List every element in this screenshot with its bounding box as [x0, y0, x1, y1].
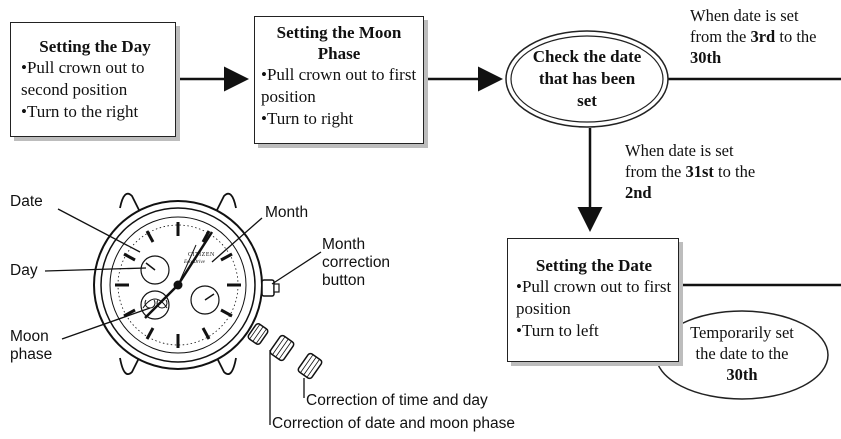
setting-date-step-2: Turn to left: [516, 320, 672, 342]
temp-pre: Temporarily set the date to the: [690, 323, 794, 363]
setting-day-box: Setting the Day Pull crown out to second…: [10, 22, 176, 137]
check-date-text: Check the date that has been set: [532, 47, 642, 110]
setting-day-step-1: Pull crown out to second position: [21, 57, 169, 101]
temp-bold: 30th: [726, 365, 758, 384]
setting-moon-phase-title: Setting the Moon Phase: [276, 23, 402, 63]
note-31st-bold-2: 2nd: [625, 183, 652, 202]
note-31st-to-2nd: When date is set from the 31st to the 2n…: [625, 140, 765, 203]
note-3rd-bold-2: 30th: [690, 48, 722, 67]
setting-day-title: Setting the Day: [39, 37, 151, 56]
label-date: Date: [10, 193, 43, 210]
setting-moon-phase-step-1: Pull crown out to first position: [261, 64, 417, 108]
label-month: Month: [265, 204, 309, 221]
note-31st-pre: When date is set from the: [625, 141, 734, 181]
setting-date-title: Setting the Date: [535, 256, 653, 275]
label-month-correction-button: Month correction button: [322, 236, 391, 289]
setting-date-step-1: Pull crown out to first position: [516, 276, 672, 320]
temporarily-set-text: Temporarily set the date to the 30th: [680, 322, 804, 385]
check-oval-outer: [505, 30, 669, 128]
note-3rd-pre: When date is set from the: [690, 6, 799, 46]
leader-lines: [44, 208, 322, 425]
label-day: Day: [10, 262, 38, 279]
setting-moon-phase-box: Setting the Moon Phase Pull crown out to…: [254, 16, 424, 144]
note-3rd-mid: to the: [775, 27, 817, 46]
setting-date-box: Setting the Date Pull crown out to first…: [507, 238, 679, 362]
watch-illustration: [93, 192, 323, 380]
setting-moon-phase-step-2: Turn to right: [261, 108, 417, 130]
dial-brand: CITIZEN: [188, 252, 215, 258]
check-oval-inner: [510, 35, 664, 123]
label-crown-date-moon: Correction of date and moon phase: [272, 415, 515, 432]
dial-model: Eco-Drive: [184, 260, 205, 265]
note-31st-bold-1: 31st: [685, 162, 714, 181]
label-crown-time-day: Correction of time and day: [306, 392, 488, 409]
label-moon-phase: Moon phase: [10, 328, 53, 363]
note-3rd-bold-1: 3rd: [750, 27, 776, 46]
note-3rd-to-30th: When date is set from the 3rd to the 30t…: [690, 5, 830, 68]
note-31st-mid: to the: [713, 162, 756, 181]
setting-day-step-2: Turn to the right: [21, 101, 169, 123]
